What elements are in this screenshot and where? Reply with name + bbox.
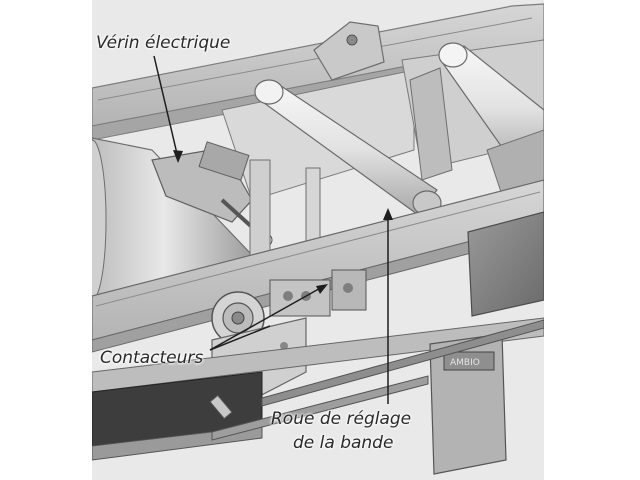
roller-support bbox=[409, 67, 544, 196]
leader-verin bbox=[153, 55, 179, 159]
label-contacteurs: Contacteurs bbox=[100, 348, 204, 368]
leader-contacteurs-1 bbox=[209, 285, 325, 351]
mounting-bracket bbox=[313, 21, 385, 81]
arrow-verin bbox=[173, 150, 183, 163]
guide-rail-lower bbox=[209, 319, 544, 441]
conveyor-illustration: AMBIO bbox=[92, 0, 544, 480]
leader-contacteurs-2 bbox=[209, 325, 271, 351]
leader-lines bbox=[153, 55, 393, 404]
motor-box bbox=[467, 211, 544, 317]
vertical-posts bbox=[249, 159, 321, 261]
conveyor-drawing: AMBIO bbox=[92, 0, 544, 480]
drive-drum bbox=[92, 137, 253, 301]
plate-label: AMBIO bbox=[450, 358, 480, 368]
arrow-roue bbox=[383, 208, 393, 220]
electrical-plate: AMBIO bbox=[429, 333, 507, 475]
label-roue-reglage-line1: Roue de réglage bbox=[271, 409, 412, 429]
roller-front bbox=[254, 79, 442, 216]
label-roue-reglage-line2: de la bande bbox=[293, 433, 394, 453]
label-verin-electrique: Vérin électrique bbox=[96, 33, 231, 53]
arrow-contacteurs bbox=[316, 284, 328, 294]
